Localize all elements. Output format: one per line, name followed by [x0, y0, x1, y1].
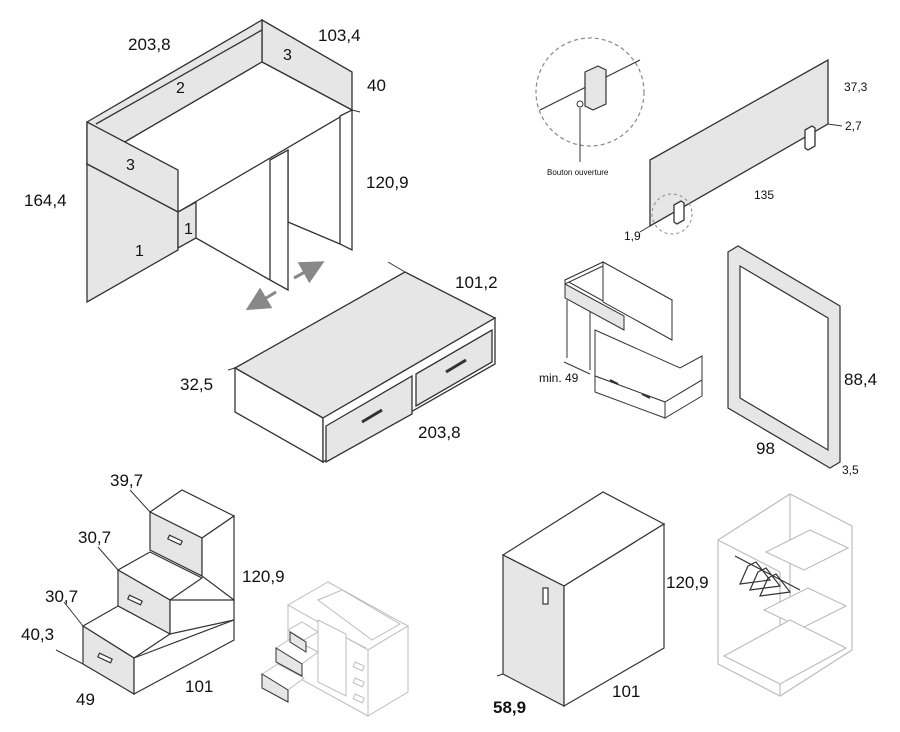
preview-stairs-dark — [261, 631, 307, 703]
wall-mirror — [727, 245, 841, 469]
stairs-step2-label: 30,7 — [78, 528, 111, 547]
stairs-step4-label: 40,3 — [21, 625, 54, 644]
storage-stairs — [81, 489, 236, 696]
headboard-callout: Bouton ouverture — [535, 37, 645, 177]
headboard-panel — [649, 58, 829, 228]
desk-depth-label: 103,4 — [318, 26, 361, 45]
wardrobe-width-label: 101 — [612, 682, 640, 701]
module-min-label: min. 49 — [539, 371, 579, 385]
wardrobe-depth-label: 58,9 — [493, 698, 526, 717]
part-1-inner-label: 1 — [184, 221, 193, 238]
part-1-side-label: 1 — [135, 243, 144, 260]
clip-icon — [584, 65, 607, 111]
stairs-height-label: 120,9 — [242, 567, 285, 586]
slide-left-arrow — [245, 287, 277, 311]
part-3-back-label: 3 — [283, 47, 292, 64]
bed-dim-tick — [387, 261, 406, 273]
desk-dim-lines — [351, 109, 361, 113]
wardrobe-interior-preview — [717, 493, 853, 697]
headboard-height-label: 37,3 — [844, 80, 868, 94]
stairs-step3-label: 30,7 — [45, 587, 78, 606]
slide-right-arrow — [293, 261, 325, 284]
stairs-step1-label: 39,7 — [110, 471, 143, 490]
stairs-width-label: 101 — [185, 677, 213, 696]
wardrobe — [501, 491, 666, 708]
bed-width-label: 101,2 — [455, 273, 498, 292]
headboard-length-label: 135 — [754, 188, 774, 202]
mirror-depth-label: 3,5 — [842, 463, 859, 477]
bed-height-label: 32,5 — [180, 375, 213, 394]
mirror-width-label: 98 — [756, 439, 775, 458]
combined-module — [563, 261, 703, 419]
part-3-front-label: 3 — [126, 157, 135, 174]
desk-total-height-label: 164,4 — [24, 191, 67, 210]
desk-width-label: 203,8 — [128, 35, 171, 54]
assembled-bed-preview — [261, 581, 410, 717]
part-2-label: 2 — [176, 80, 185, 97]
desk-height-label: 120,9 — [366, 173, 409, 192]
headboard-thickness-label: 1,9 — [624, 229, 641, 243]
drawer-bed — [233, 271, 497, 464]
stairs-dim-lines — [55, 489, 151, 665]
headboard-clip-label: 2,7 — [845, 119, 862, 133]
bed-length-label: 203,8 — [418, 423, 461, 442]
desk-unit — [85, 18, 354, 304]
desk-upstand-label: 40 — [367, 76, 386, 95]
wardrobe-height-label: 120,9 — [666, 573, 709, 592]
mirror-height-label: 88,4 — [844, 370, 877, 389]
stairs-depth-label: 49 — [76, 690, 95, 709]
clip-detail-circle — [651, 193, 693, 235]
opening-button-label: Bouton ouverture — [547, 168, 609, 177]
